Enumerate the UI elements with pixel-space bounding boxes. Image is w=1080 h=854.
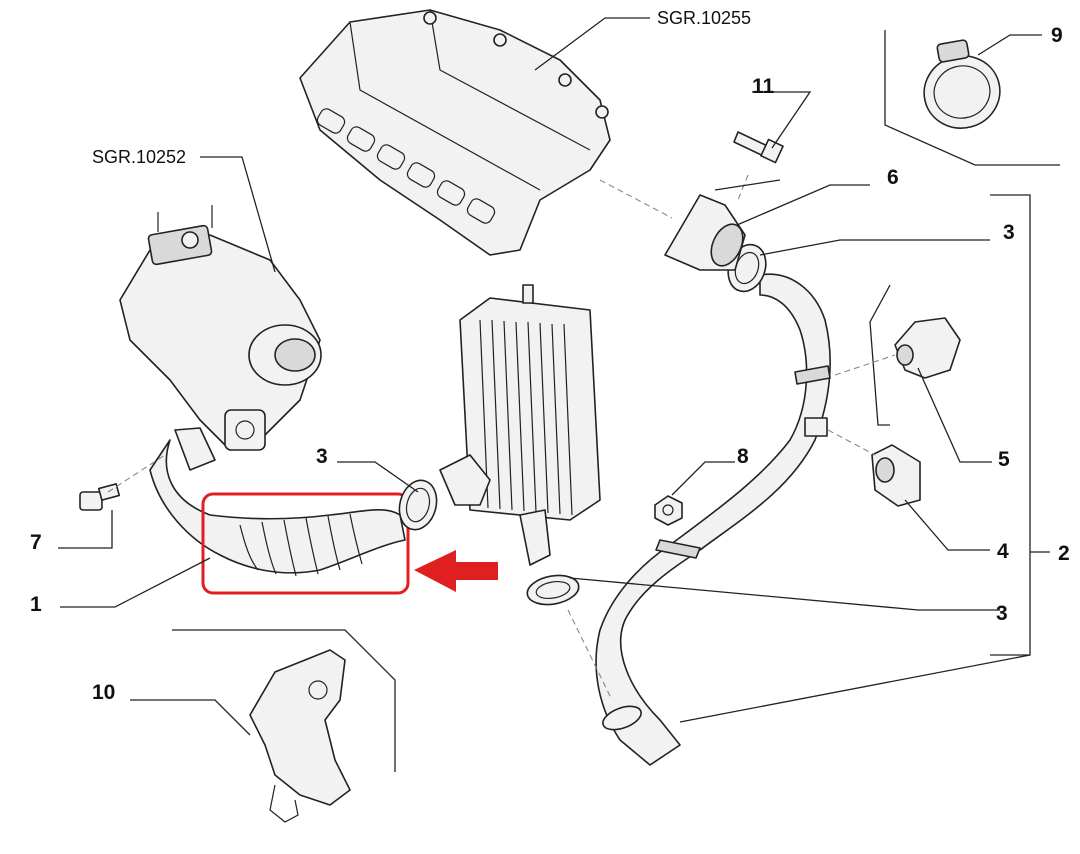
part-5-clip <box>894 317 961 379</box>
assembly-guides <box>107 174 896 701</box>
label-3-lower: 3 <box>996 602 1008 625</box>
callout-labels: SGR.10255 SGR.10252 9 11 6 3 3 8 5 7 4 2… <box>30 8 1070 704</box>
part-3-clamp-middle <box>398 479 438 531</box>
label-6: 6 <box>887 166 899 189</box>
label-sgr-10255: SGR.10255 <box>657 8 751 28</box>
label-11: 11 <box>752 75 775 98</box>
part-10-bracket <box>249 649 351 823</box>
label-sgr-10252: SGR.10252 <box>92 147 186 167</box>
label-9: 9 <box>1051 24 1063 47</box>
label-1: 1 <box>30 593 42 616</box>
part-9-clamp <box>923 39 1001 129</box>
part-2-hose-assembly <box>595 273 831 766</box>
intercooler <box>439 284 601 566</box>
highlight-box <box>201 492 410 595</box>
part-8-nut <box>654 495 683 526</box>
turbocharger <box>119 205 322 451</box>
part-4-clip <box>871 444 921 507</box>
part-3-clamp-lower <box>526 574 580 606</box>
label-8: 8 <box>737 445 749 468</box>
label-7: 7 <box>30 531 42 554</box>
label-4: 4 <box>997 540 1009 563</box>
label-10: 10 <box>92 681 115 704</box>
intake-manifold <box>299 9 611 256</box>
label-3-top: 3 <box>1003 221 1015 244</box>
part-11-bolt <box>733 131 784 164</box>
leader-lines <box>58 17 1050 736</box>
part-1-hose <box>149 427 406 577</box>
label-3-middle: 3 <box>316 445 328 468</box>
label-5: 5 <box>998 448 1010 471</box>
highlight-arrow <box>414 550 498 592</box>
part-6-flange <box>664 194 746 271</box>
group-frames <box>172 30 1060 772</box>
label-2: 2 <box>1058 542 1070 565</box>
part-7-bolt <box>79 483 121 511</box>
